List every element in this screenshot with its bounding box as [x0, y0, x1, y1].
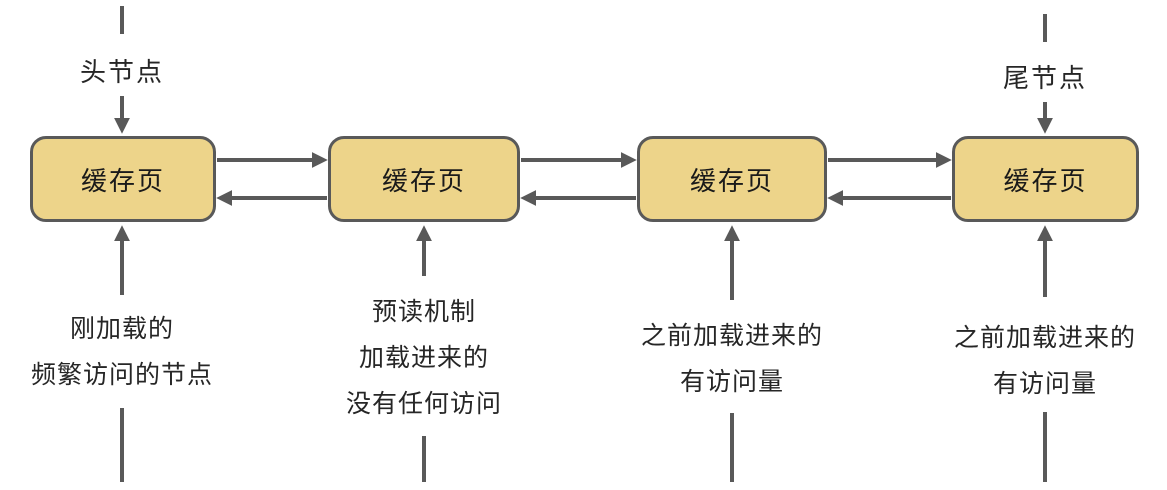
head-pointer-label: 头节点	[79, 58, 165, 88]
annotation-line: 之前加载进来的	[640, 321, 824, 350]
annotation-line: 频繁访问的节点	[30, 360, 214, 389]
cache-page-node-1: 缓存页	[30, 136, 216, 222]
tail-pointer-label: 尾节点	[1002, 64, 1088, 94]
annotation-line: 之前加载进来的	[953, 323, 1137, 352]
annotation-line: 有访问量	[992, 369, 1098, 398]
node-annotation-3: 之前加载进来的 有访问量	[641, 313, 823, 405]
annotation-line: 没有任何访问	[345, 389, 503, 418]
cache-page-node-3: 缓存页	[637, 136, 827, 222]
annotation-line: 加载进来的	[358, 343, 490, 372]
annotation-line: 有访问量	[679, 367, 785, 396]
annotation-line: 预读机制	[371, 297, 477, 326]
cache-page-node-4: 缓存页	[952, 136, 1139, 222]
node-annotation-1: 刚加载的 频繁访问的节点	[31, 306, 213, 398]
cache-page-node-2: 缓存页	[328, 136, 520, 222]
node-annotation-2: 预读机制 加载进来的 没有任何访问	[346, 289, 502, 427]
node-annotation-4: 之前加载进来的 有访问量	[954, 315, 1136, 407]
annotation-line: 刚加载的	[69, 314, 175, 343]
